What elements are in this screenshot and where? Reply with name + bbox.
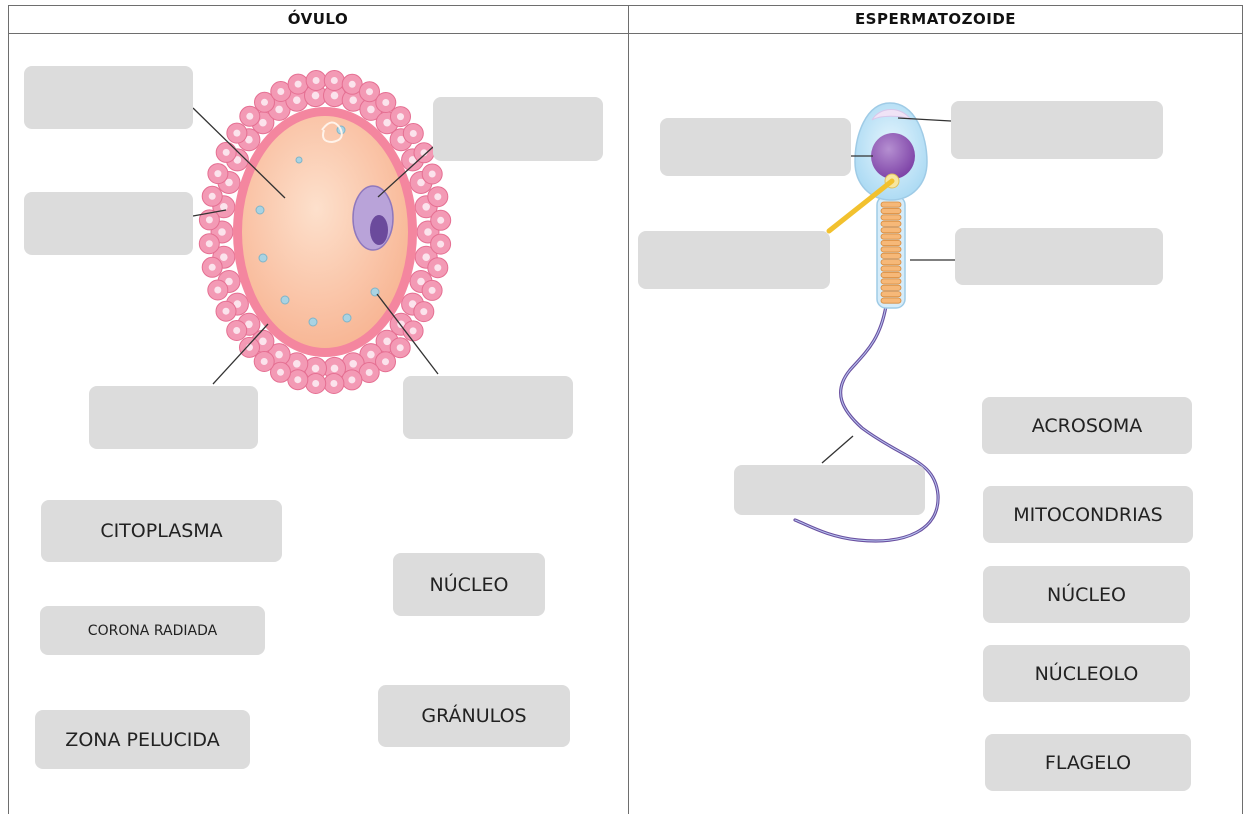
corona-cell-nucleus bbox=[233, 130, 240, 137]
corona-cell-nucleus bbox=[367, 106, 375, 114]
corona-cell-nucleus bbox=[275, 351, 283, 359]
mitochondrion-segment bbox=[881, 202, 901, 207]
ovulo-chip-zona-pelucida[interactable]: ZONA PELUCIDA bbox=[35, 710, 250, 769]
sperm-blank-nucleolo[interactable] bbox=[638, 231, 830, 289]
sperm-chip-mitocondrias[interactable]: MITOCONDRIAS bbox=[983, 486, 1193, 543]
corona-cell-nucleus bbox=[434, 264, 441, 271]
mitochondrion-segment bbox=[881, 221, 901, 226]
corona-cell-nucleus bbox=[259, 338, 267, 346]
corona-cell-nucleus bbox=[424, 228, 432, 236]
sperm-nucleus bbox=[871, 133, 915, 179]
corona-cell-nucleus bbox=[410, 327, 417, 334]
corona-cell-nucleus bbox=[293, 360, 301, 368]
corona-cell-nucleus bbox=[312, 92, 320, 100]
mitochondrion-segment bbox=[881, 260, 901, 265]
sperm-blank-flagelo[interactable] bbox=[734, 465, 925, 515]
mitochondrion-segment bbox=[881, 234, 901, 239]
corona-cell-nucleus bbox=[214, 170, 221, 177]
mitochondrion-segment bbox=[881, 285, 901, 290]
corona-cell-nucleus bbox=[330, 380, 337, 387]
mitochondrion-segment bbox=[881, 272, 901, 277]
sperm-chip-flagelo[interactable]: FLAGELO bbox=[985, 734, 1191, 791]
ovulo-blank-nucleo[interactable] bbox=[433, 97, 603, 161]
corona-cell-nucleus bbox=[261, 99, 268, 106]
ovulo-blank-zona-pelucida[interactable] bbox=[24, 192, 193, 255]
corona-cell-nucleus bbox=[294, 376, 301, 383]
corona-cell-nucleus bbox=[349, 360, 357, 368]
sperm-blank-mitocondrias[interactable] bbox=[955, 228, 1163, 285]
ovulo-blank-granulos[interactable] bbox=[403, 376, 573, 439]
ovulo-illustration bbox=[193, 71, 451, 394]
corona-cell-nucleus bbox=[397, 113, 404, 120]
corona-cell-nucleus bbox=[223, 308, 230, 315]
sperm-chip-acrosoma[interactable]: ACROSOMA bbox=[982, 397, 1192, 454]
corona-cell-nucleus bbox=[434, 193, 441, 200]
corona-cell-nucleus bbox=[206, 216, 213, 223]
ovulo-chip-citoplasma[interactable]: CITOPLASMA bbox=[41, 500, 282, 562]
corona-cell-nucleus bbox=[220, 203, 228, 211]
corona-cell-nucleus bbox=[348, 376, 355, 383]
corona-cell-nucleus bbox=[349, 81, 356, 88]
corona-cell-nucleus bbox=[437, 217, 444, 224]
corona-cell-nucleus bbox=[366, 88, 373, 95]
corona-cell-nucleus bbox=[259, 119, 267, 127]
ovulo-chip-nucleo[interactable]: NÚCLEO bbox=[393, 553, 545, 616]
corona-cell-nucleus bbox=[233, 327, 240, 334]
mitochondrion-segment bbox=[881, 240, 901, 245]
ovulo-nucleolus bbox=[370, 215, 388, 245]
corona-cell-nucleus bbox=[293, 96, 301, 104]
corona-cell-nucleus bbox=[437, 241, 444, 248]
corona-cell-nucleus bbox=[383, 338, 391, 346]
corona-cell-nucleus bbox=[277, 88, 284, 95]
corona-cell-nucleus bbox=[429, 171, 436, 178]
corona-cell-nucleus bbox=[382, 358, 389, 365]
sperm-chip-nucleolo[interactable]: NÚCLEOLO bbox=[983, 645, 1190, 702]
corona-cell-nucleus bbox=[261, 358, 268, 365]
corona-cell-nucleus bbox=[366, 369, 373, 376]
mitochondrion-segment bbox=[881, 228, 901, 233]
corona-cell-nucleus bbox=[214, 287, 221, 294]
corona-cell-nucleus bbox=[420, 308, 427, 315]
corona-cell-nucleus bbox=[422, 203, 430, 211]
corona-cell-nucleus bbox=[367, 351, 375, 359]
mitochondrion-segment bbox=[881, 298, 901, 303]
mitochondrion-segment bbox=[881, 292, 901, 297]
corona-cell-nucleus bbox=[331, 92, 339, 100]
corona-cell-nucleus bbox=[220, 253, 228, 261]
ovulo-chip-granulos[interactable]: GRÁNULOS bbox=[378, 685, 570, 747]
corona-cell-nucleus bbox=[313, 77, 320, 84]
mitochondrion-segment bbox=[881, 208, 901, 213]
ovulo-chip-corona-radiada[interactable]: CORONA RADIADA bbox=[40, 606, 265, 655]
mitochondrion-segment bbox=[881, 266, 901, 271]
corona-cell-nucleus bbox=[277, 369, 284, 376]
ovulo-blank-corona-radiada[interactable] bbox=[89, 386, 258, 449]
corona-cell-nucleus bbox=[422, 253, 430, 261]
corona-cell-nucleus bbox=[331, 365, 339, 373]
ovulo-blank-citoplasma[interactable] bbox=[24, 66, 193, 129]
corona-cell-nucleus bbox=[312, 365, 320, 373]
corona-cell-nucleus bbox=[410, 130, 417, 137]
corona-cell-nucleus bbox=[331, 77, 338, 84]
corona-cell-nucleus bbox=[295, 81, 302, 88]
sperm-blank-acrosoma[interactable] bbox=[951, 101, 1163, 159]
corona-cell-nucleus bbox=[209, 193, 216, 200]
mitochondrion-segment bbox=[881, 247, 901, 252]
corona-cell-nucleus bbox=[383, 119, 391, 127]
corona-cell-nucleus bbox=[223, 149, 230, 156]
corona-cell-nucleus bbox=[382, 99, 389, 106]
sperm-blank-nucleo[interactable] bbox=[660, 118, 851, 176]
corona-cell-nucleus bbox=[275, 106, 283, 114]
corona-cell-nucleus bbox=[312, 380, 319, 387]
corona-cell-nucleus bbox=[206, 240, 213, 247]
corona-cell-nucleus bbox=[429, 287, 436, 294]
corona-cell-nucleus bbox=[246, 113, 253, 120]
mitochondrion-segment bbox=[881, 279, 901, 284]
corona-cell-nucleus bbox=[397, 344, 404, 351]
corona-cell-nucleus bbox=[349, 96, 357, 104]
sperm-chip-nucleo[interactable]: NÚCLEO bbox=[983, 566, 1190, 623]
corona-cell-nucleus bbox=[209, 264, 216, 271]
mitochondrion-segment bbox=[881, 215, 901, 220]
mitochondrion-segment bbox=[881, 253, 901, 258]
corona-cell-nucleus bbox=[218, 228, 226, 236]
